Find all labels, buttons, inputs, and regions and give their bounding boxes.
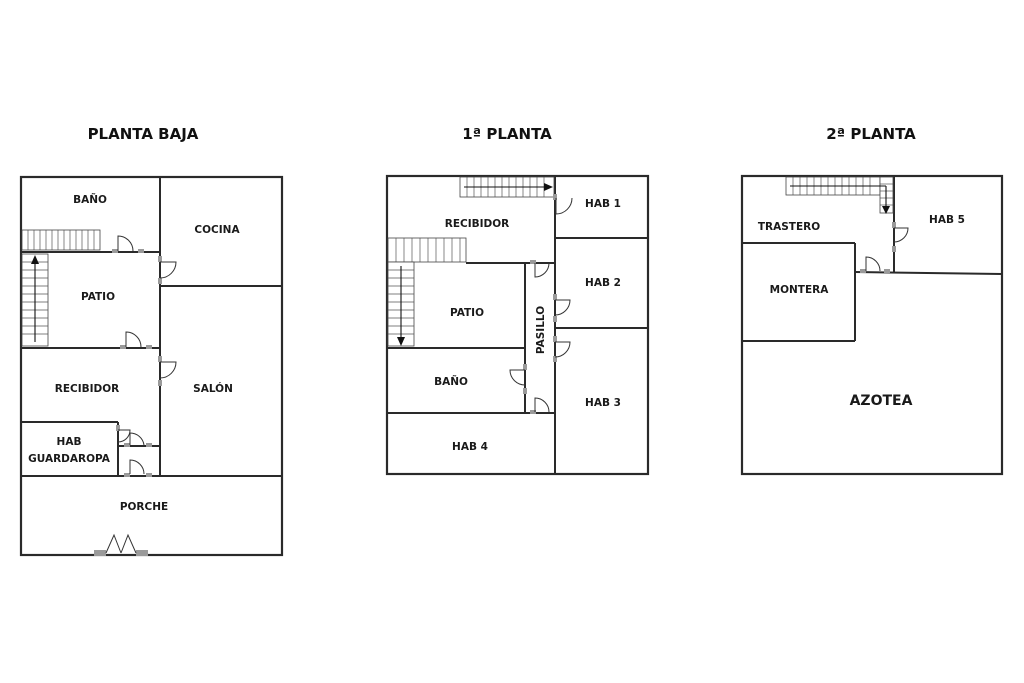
- room-label-montera: MONTERA: [770, 284, 830, 296]
- staircase-first-left: [387, 237, 467, 347]
- floor-second: 2ª PLANTA: [740, 125, 1004, 476]
- room-label-recibidor: RECIBIDOR: [55, 383, 120, 395]
- floor-title-first: 1ª PLANTA: [462, 125, 552, 143]
- room-label-cocina: COCINA: [194, 224, 240, 236]
- room-label-hab2: HAB 2: [585, 277, 621, 289]
- staircase-first-top: [459, 176, 555, 198]
- door-icon: [158, 356, 177, 386]
- room-label-salon: SALÓN: [193, 382, 233, 395]
- door-icon: [509, 364, 527, 394]
- floor-ground: PLANTA BAJA: [19, 125, 284, 557]
- stair-up-arrow-icon: [31, 255, 39, 264]
- door-icon: [124, 459, 152, 477]
- door-icon: [553, 294, 571, 322]
- staircase-ground-vertical: [21, 253, 49, 347]
- second-wall: [854, 271, 1003, 275]
- room-label-recibidor: RECIBIDOR: [445, 218, 510, 230]
- room-label-hab4: HAB 4: [452, 441, 488, 453]
- door-icon: [530, 260, 550, 278]
- door-icon: [116, 425, 131, 443]
- room-label-azotea: AZOTEA: [850, 393, 913, 409]
- stair-up-arrow-icon: [544, 183, 553, 191]
- door-icon: [158, 256, 177, 284]
- room-label-guardaropa: GUARDAROPA: [28, 453, 111, 465]
- room-label-pasillo: PASILLO: [535, 306, 547, 354]
- door-icon: [553, 194, 573, 215]
- second-outer-wall: [740, 174, 1004, 476]
- room-label-hab: HAB: [57, 436, 82, 448]
- first-outer-wall: [385, 174, 650, 476]
- room-label-bano: BAÑO: [434, 375, 468, 388]
- staircase-ground-horizontal: [21, 229, 101, 251]
- ground-outer-wall: [19, 175, 284, 557]
- door-icon: [530, 397, 550, 414]
- door-icon: [553, 336, 571, 362]
- stair-down-arrow-icon: [397, 337, 405, 346]
- door-icon: [860, 256, 890, 273]
- room-label-hab3: HAB 3: [585, 397, 621, 409]
- floor-first: 1ª PLANTA: [385, 125, 650, 476]
- room-label-trastero: TRASTERO: [758, 221, 820, 233]
- room-label-hab5: HAB 5: [929, 214, 965, 226]
- door-icon: [892, 222, 909, 252]
- entrance-door-icon: [94, 533, 148, 556]
- room-label-porche: PORCHE: [120, 501, 168, 513]
- door-icon: [120, 331, 152, 349]
- room-label-hab1: HAB 1: [585, 198, 621, 210]
- room-label-bano: BAÑO: [73, 193, 107, 206]
- staircase-second: [785, 176, 894, 214]
- stair-arrow-icon: [882, 206, 890, 214]
- floor-title-ground: PLANTA BAJA: [88, 125, 199, 143]
- door-icon: [124, 432, 152, 447]
- room-label-patio: PATIO: [450, 307, 484, 319]
- room-label-patio: PATIO: [81, 291, 115, 303]
- floor-title-second: 2ª PLANTA: [826, 125, 916, 143]
- door-icon: [112, 235, 144, 253]
